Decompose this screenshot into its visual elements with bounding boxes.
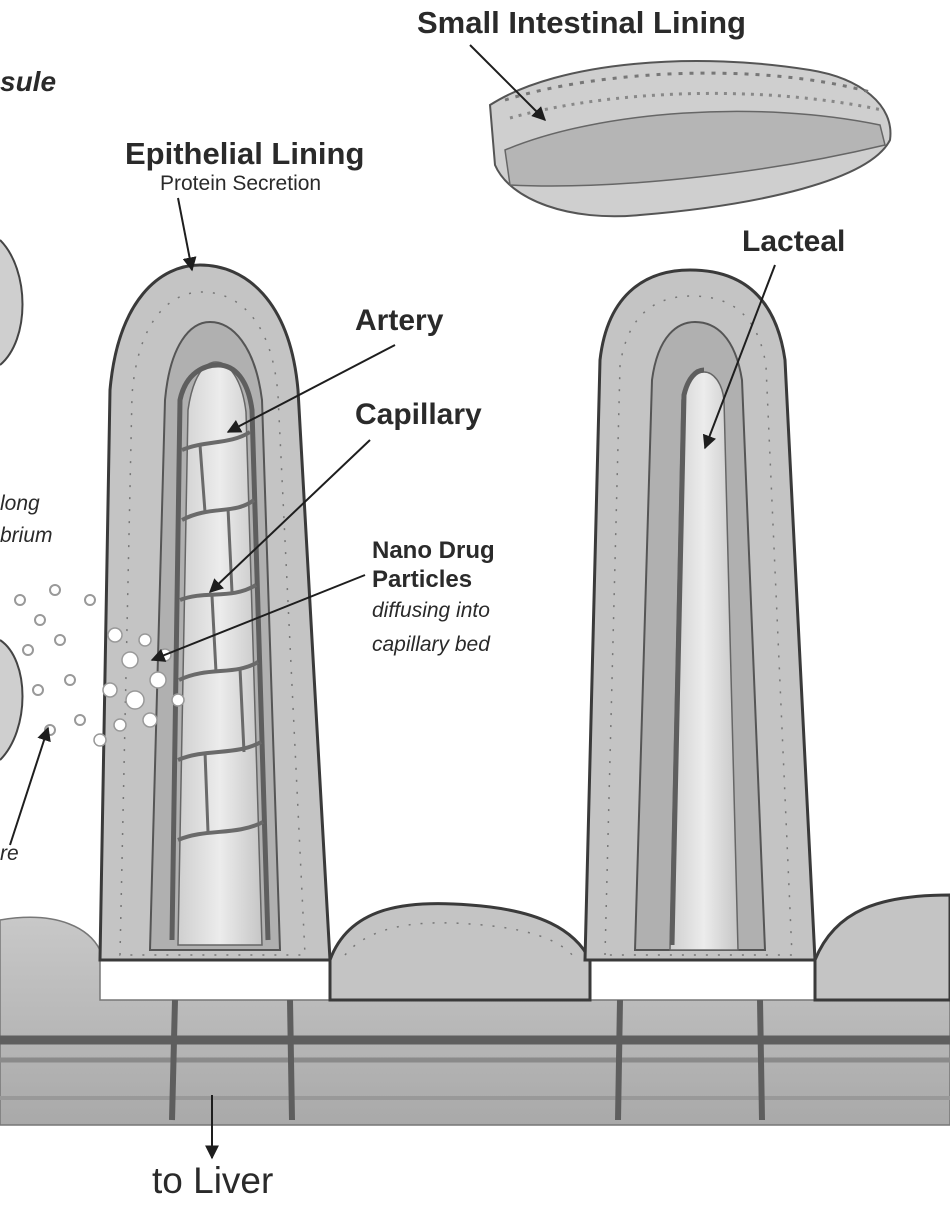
label-artery: Artery: [355, 304, 443, 338]
arrow-left-fragment: [10, 728, 48, 845]
label-capsule-fragment: sule: [0, 66, 56, 98]
label-lacteal: Lacteal: [742, 225, 845, 259]
label-to-liver: to Liver: [152, 1160, 273, 1202]
label-small-intestinal-lining: Small Intestinal Lining: [417, 5, 746, 41]
right-edge-villus: [815, 895, 950, 1000]
label-nano-drug-line1: Nano Drug: [372, 537, 495, 565]
label-capillary: Capillary: [355, 398, 482, 432]
label-epithelial-lining: Epithelial Lining: [125, 136, 364, 172]
label-protein-secretion: Protein Secretion: [160, 172, 321, 196]
label-nano-drug-line2: Particles: [372, 566, 472, 594]
arrow-epithelial-lining: [178, 198, 192, 270]
label-diffusing-line2: capillary bed: [372, 633, 490, 657]
crypt-region: [330, 904, 590, 1000]
label-left-fragment-2: brium: [0, 524, 53, 548]
label-left-fragment-1: long: [0, 492, 40, 516]
right-villus: [585, 270, 815, 1120]
label-left-fragment-3: re: [0, 842, 19, 866]
small-intestinal-lining-inset: [490, 61, 890, 216]
label-diffusing-line1: diffusing into: [372, 599, 490, 623]
